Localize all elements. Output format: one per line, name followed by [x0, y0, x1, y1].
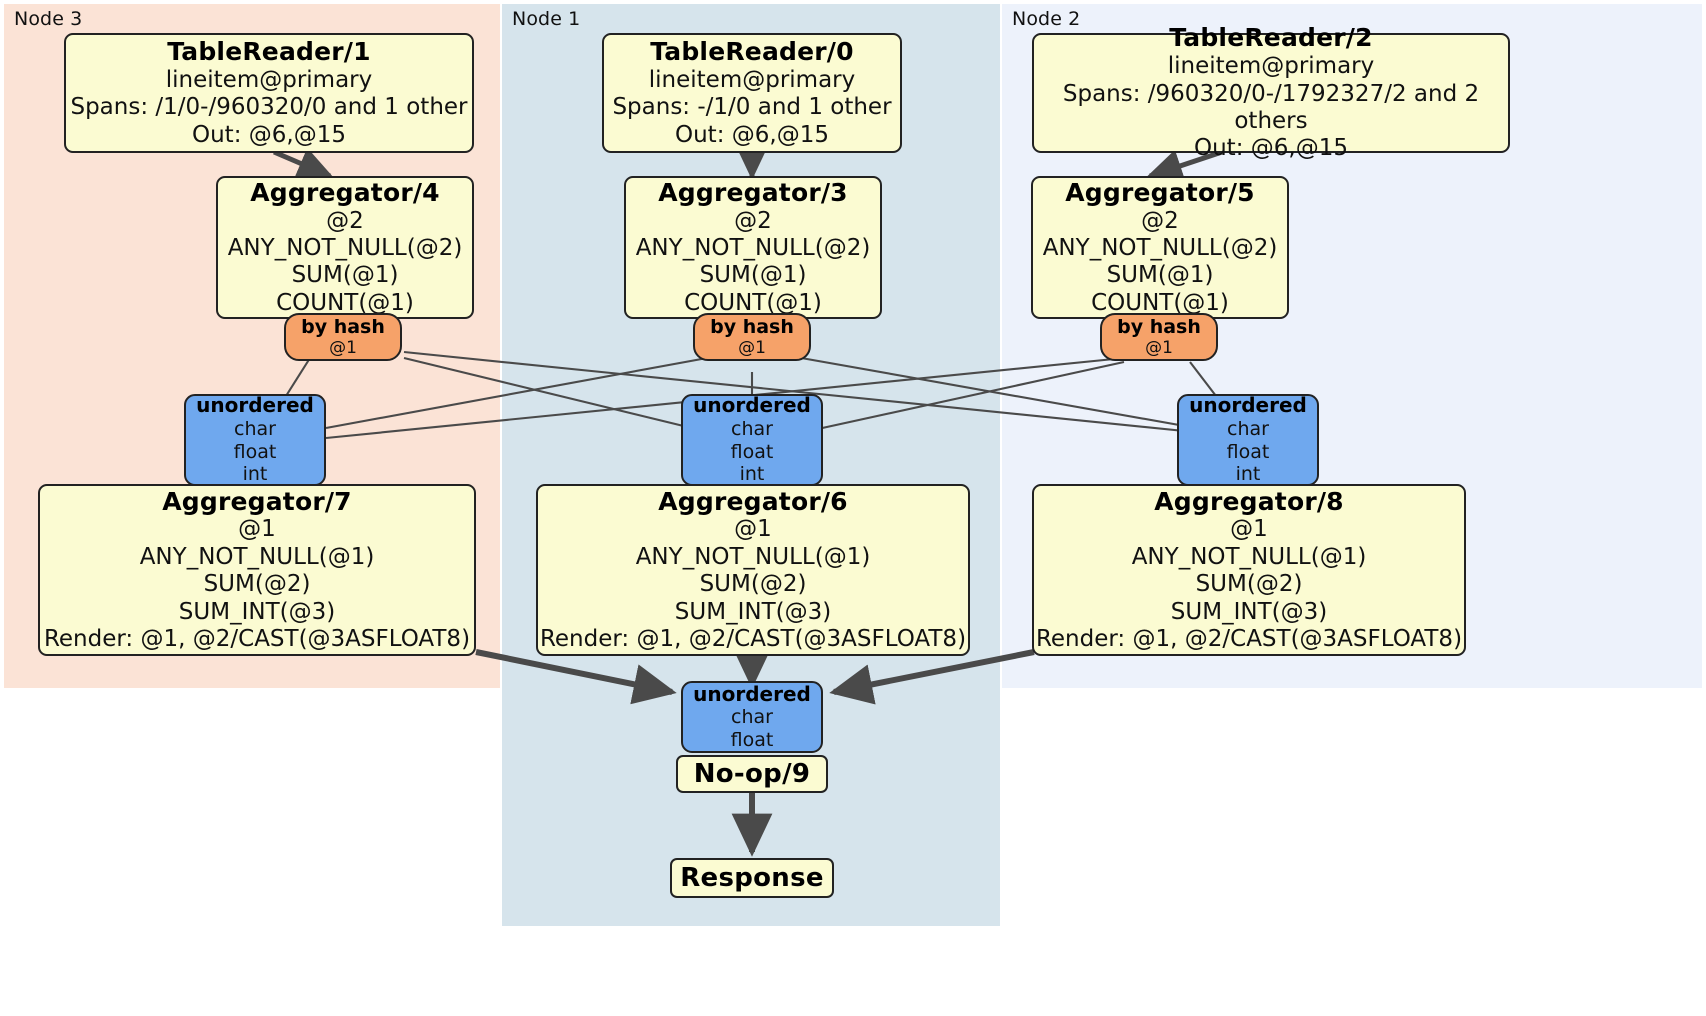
receiver-final-type-1: float	[730, 728, 774, 751]
no-op-node-title: No-op/9	[693, 758, 811, 789]
aggregator-node1-top-title: Aggregator/3	[658, 177, 848, 207]
table-reader-node1[interactable]: TableReader/0 lineitem@primary Spans: -/…	[602, 33, 902, 153]
response-node-title: Response	[680, 862, 824, 893]
aggregator-node1-top-group: @2	[734, 207, 772, 234]
table-reader-node2-out: Out: @6,@15	[1194, 135, 1348, 162]
hash-router-node1[interactable]: by hash @1	[693, 313, 811, 361]
receiver-node1-mid-type-0: char	[731, 417, 773, 440]
receiver-node2-mid-type-0: char	[1227, 417, 1269, 440]
table-reader-node2[interactable]: TableReader/2 lineitem@primary Spans: /9…	[1032, 23, 1510, 161]
receiver-node1-mid-type-2: int	[739, 463, 765, 486]
aggregator-node3-bottom[interactable]: Aggregator/7 @1 ANY_NOT_NULL(@1) SUM(@2)…	[38, 484, 476, 656]
aggregator-node3-top-agg3: COUNT(@1)	[276, 289, 414, 316]
aggregator-node2-top-agg2: SUM(@1)	[1106, 262, 1214, 289]
response-node[interactable]: Response	[670, 858, 834, 898]
receiver-node2-mid-type-1: float	[1226, 440, 1270, 463]
receiver-node3-mid-type-0: char	[234, 417, 276, 440]
panel-node2-label: Node 2	[1012, 8, 1081, 30]
table-reader-node1-table: lineitem@primary	[648, 66, 856, 93]
receiver-final-type-0: char	[731, 706, 773, 729]
receiver-final[interactable]: unordered char float	[681, 681, 823, 753]
panel-node3-label: Node 3	[14, 8, 83, 30]
table-reader-node2-spans: Spans: /960320/0-/1792327/2 and 2 others	[1062, 80, 1480, 134]
aggregator-node1-bottom-agg2: SUM(@2)	[699, 571, 807, 598]
receiver-final-title: unordered	[693, 681, 811, 706]
aggregator-node3-bottom-group: @1	[238, 516, 276, 543]
hash-router-node3-column: @1	[329, 338, 357, 359]
table-reader-node1-spans: Spans: -/1/0 and 1 other	[612, 94, 892, 121]
hash-router-node3-title: by hash	[301, 315, 385, 338]
aggregator-node2-bottom-title: Aggregator/8	[1154, 486, 1344, 516]
hash-router-node1-column: @1	[738, 338, 766, 359]
receiver-node1-mid-title: unordered	[693, 393, 811, 418]
receiver-node1-mid[interactable]: unordered char float int	[681, 393, 823, 486]
aggregator-node3-top[interactable]: Aggregator/4 @2 ANY_NOT_NULL(@2) SUM(@1)…	[216, 176, 474, 319]
panel-node1-label: Node 1	[512, 8, 581, 30]
receiver-node3-mid-type-1: float	[233, 440, 277, 463]
aggregator-node1-bottom-agg1: ANY_NOT_NULL(@1)	[635, 543, 871, 570]
aggregator-node1-bottom-group: @1	[734, 516, 772, 543]
receiver-node2-mid-title: unordered	[1189, 393, 1307, 418]
hash-router-node2-column: @1	[1145, 338, 1173, 359]
receiver-node2-mid-type-2: int	[1235, 463, 1261, 486]
aggregator-node3-bottom-agg3: SUM_INT(@3)	[178, 598, 336, 625]
hash-router-node3[interactable]: by hash @1	[284, 313, 402, 361]
table-reader-node1-title: TableReader/0	[650, 37, 854, 67]
aggregator-node2-top-agg1: ANY_NOT_NULL(@2)	[1042, 235, 1278, 262]
table-reader-node3[interactable]: TableReader/1 lineitem@primary Spans: /1…	[64, 33, 474, 153]
aggregator-node1-top[interactable]: Aggregator/3 @2 ANY_NOT_NULL(@2) SUM(@1)…	[624, 176, 882, 319]
aggregator-node2-top[interactable]: Aggregator/5 @2 ANY_NOT_NULL(@2) SUM(@1)…	[1031, 176, 1289, 319]
aggregator-node3-top-agg1: ANY_NOT_NULL(@2)	[227, 235, 463, 262]
table-reader-node2-table: lineitem@primary	[1167, 53, 1375, 80]
aggregator-node1-top-agg2: SUM(@1)	[699, 262, 807, 289]
aggregator-node1-top-agg1: ANY_NOT_NULL(@2)	[635, 235, 871, 262]
aggregator-node3-top-group: @2	[326, 207, 364, 234]
hash-router-node2-title: by hash	[1117, 315, 1201, 338]
aggregator-node1-bottom-render: Render: @1, @2/CAST(@3ASFLOAT8)	[539, 625, 967, 652]
receiver-node3-mid[interactable]: unordered char float int	[184, 393, 326, 486]
aggregator-node2-top-title: Aggregator/5	[1065, 177, 1255, 207]
receiver-node2-mid[interactable]: unordered char float int	[1177, 393, 1319, 486]
aggregator-node3-bottom-agg2: SUM(@2)	[203, 571, 311, 598]
receiver-node1-mid-type-1: float	[730, 440, 774, 463]
table-reader-node3-table: lineitem@primary	[165, 66, 373, 93]
aggregator-node2-bottom[interactable]: Aggregator/8 @1 ANY_NOT_NULL(@1) SUM(@2)…	[1032, 484, 1466, 656]
aggregator-node2-bottom-agg1: ANY_NOT_NULL(@1)	[1131, 543, 1367, 570]
aggregator-node3-top-title: Aggregator/4	[250, 177, 440, 207]
aggregator-node3-bottom-agg1: ANY_NOT_NULL(@1)	[139, 543, 375, 570]
aggregator-node2-top-group: @2	[1141, 207, 1179, 234]
aggregator-node2-bottom-agg3: SUM_INT(@3)	[1170, 598, 1328, 625]
table-reader-node3-out: Out: @6,@15	[192, 121, 346, 148]
receiver-node3-mid-type-2: int	[242, 463, 268, 486]
aggregator-node2-bottom-render: Render: @1, @2/CAST(@3ASFLOAT8)	[1035, 625, 1463, 652]
table-reader-node1-out: Out: @6,@15	[675, 121, 829, 148]
aggregator-node2-top-agg3: COUNT(@1)	[1091, 289, 1229, 316]
table-reader-node3-spans: Spans: /1/0-/960320/0 and 1 other	[70, 94, 468, 121]
hash-router-node2[interactable]: by hash @1	[1100, 313, 1218, 361]
aggregator-node1-bottom-agg3: SUM_INT(@3)	[674, 598, 832, 625]
aggregator-node1-bottom[interactable]: Aggregator/6 @1 ANY_NOT_NULL(@1) SUM(@2)…	[536, 484, 970, 656]
table-reader-node3-title: TableReader/1	[167, 37, 371, 67]
receiver-node3-mid-title: unordered	[196, 393, 314, 418]
no-op-node[interactable]: No-op/9	[676, 755, 828, 793]
aggregator-node1-top-agg3: COUNT(@1)	[684, 289, 822, 316]
aggregator-node3-bottom-title: Aggregator/7	[162, 486, 352, 516]
aggregator-node2-bottom-agg2: SUM(@2)	[1195, 571, 1303, 598]
aggregator-node2-bottom-group: @1	[1230, 516, 1268, 543]
aggregator-node3-bottom-render: Render: @1, @2/CAST(@3ASFLOAT8)	[43, 625, 471, 652]
aggregator-node1-bottom-title: Aggregator/6	[658, 486, 848, 516]
table-reader-node2-title: TableReader/2	[1169, 23, 1373, 53]
hash-router-node1-title: by hash	[710, 315, 794, 338]
aggregator-node3-top-agg2: SUM(@1)	[291, 262, 399, 289]
